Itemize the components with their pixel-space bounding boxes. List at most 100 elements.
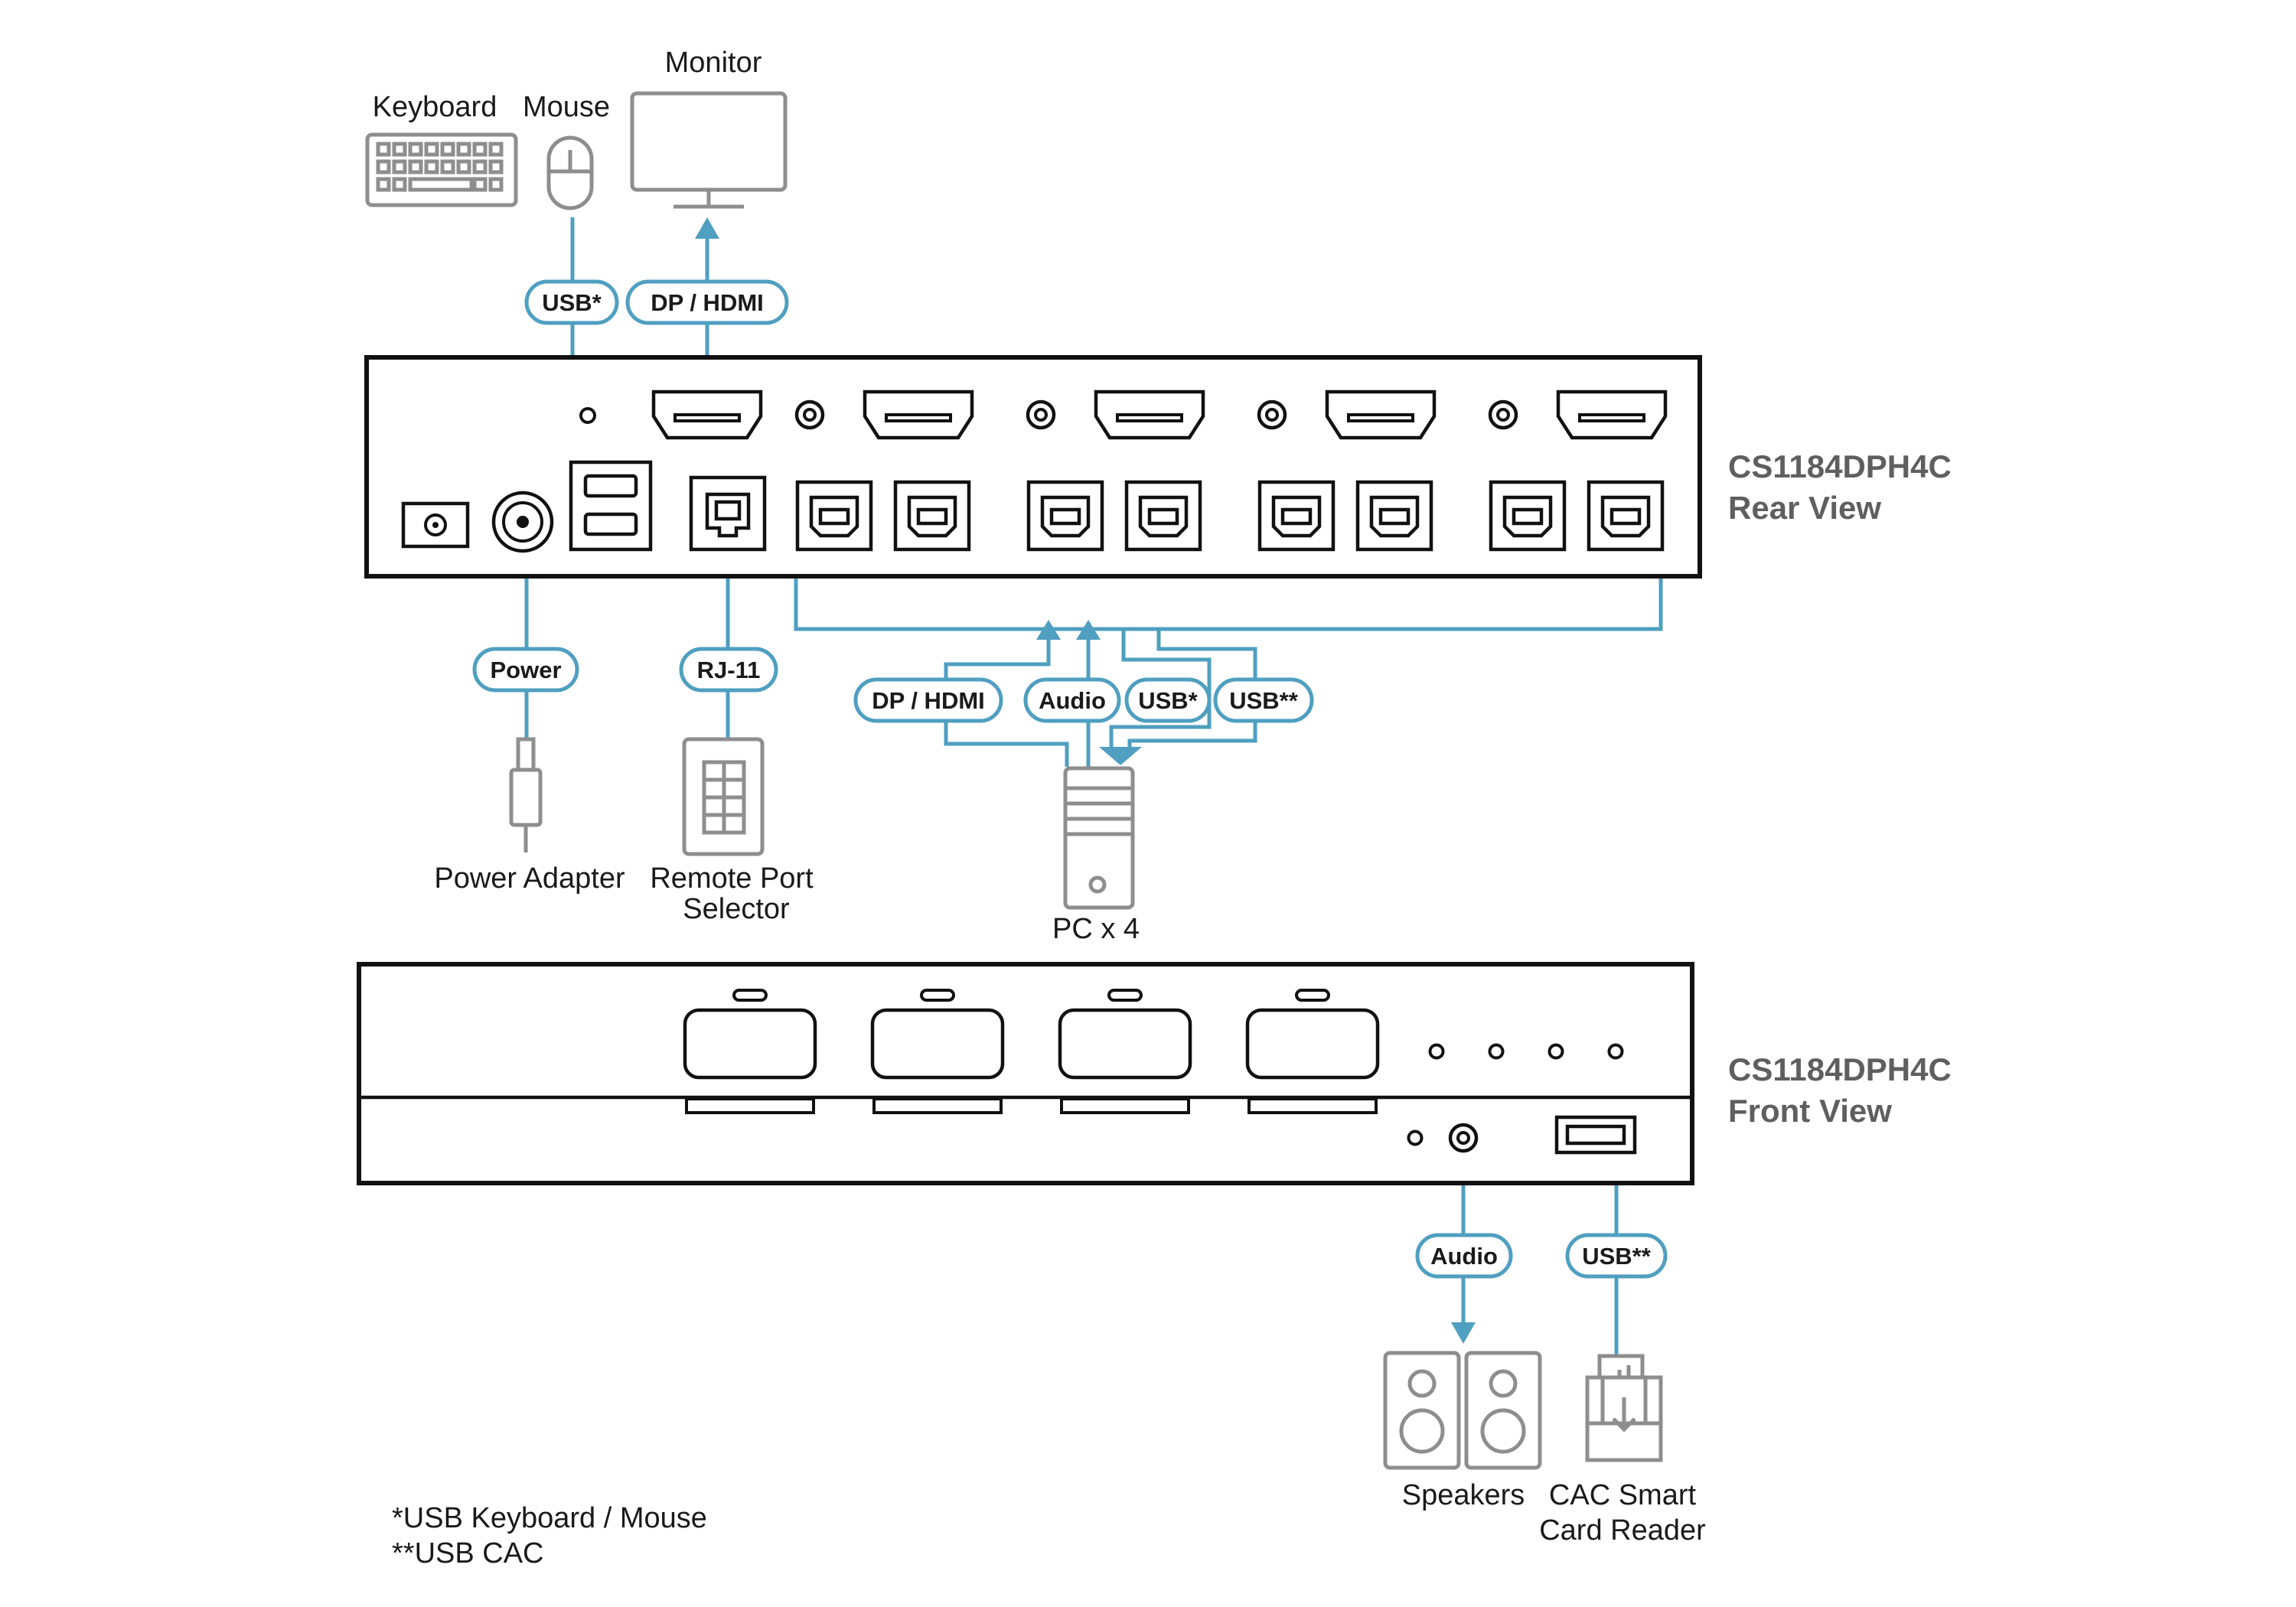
footnote-usb-kbm: *USB Keyboard / Mouse [392,1502,707,1534]
front-port-buttons [683,989,1380,1114]
rear-indicator [579,407,596,424]
front-port-label-slot-4 [1247,1097,1378,1114]
front-port-label-slot-1 [685,1097,815,1114]
front-title-model: CS1184DPH4C [1728,1051,1952,1087]
front-audio-pill [1415,1233,1513,1279]
connector-labels: USB* DP / HDMI Power RJ-11 DP / HDMI Aud… [472,279,1668,1279]
keyboard-spacebar [408,177,474,192]
cac-reader-label-1: CAC Smart [1549,1479,1697,1511]
pc-bus-wire [794,549,1663,631]
console-video-arrow [695,217,719,239]
monitor-icon [630,91,788,192]
keyboard-key [456,159,471,174]
console-video-pill [625,279,789,325]
keyboard-key [408,159,423,174]
keyboard-key [376,142,391,157]
power-adapter-plug-tip [516,737,536,774]
pc-usb-cac-b-port-3 [1358,482,1431,549]
front-port-led-2 [920,989,955,1002]
dc-power-jack [401,501,470,549]
front-unit [357,962,1694,1185]
rear-title-model: CS1184DPH4C [1728,448,1952,484]
power-adapter-device: Power Adapter [434,737,625,895]
front-port-label-slot-2 [872,1097,1003,1114]
front-port-button-3[interactable] [1058,989,1192,1114]
front-port-button-face-1[interactable] [683,1008,817,1080]
rj11-label: RJ-11 [697,657,761,683]
rj11-port [689,475,767,552]
front-port-button-face-4[interactable] [1245,1008,1380,1080]
power-adapter-icon [509,768,543,827]
keyboard-key [424,159,439,174]
front-led-3 [1548,1043,1564,1060]
console-video-label: DP / HDMI [651,289,764,316]
front-port-label-slot-3 [1060,1097,1190,1114]
pc-usb-cac-label: USB** [1229,687,1299,714]
remote-port-selector-label-1: Remote Port [650,862,814,895]
pc-usb-b-port-3 [1260,482,1333,549]
remote-port-selector-device: Remote Port Selector [650,737,814,925]
power-connector-label: Power [490,657,561,683]
front-audio-jack [1450,1125,1476,1151]
monitor-label: Monitor [665,47,762,79]
pc-video-label: DP / HDMI [872,687,985,714]
keyboard-key [488,177,504,192]
power-pill [472,647,579,693]
front-port-led-4 [1295,989,1330,1002]
front-port-led-3 [1107,989,1143,1002]
keyboard-key [440,142,455,157]
pc-label: PC x 4 [1052,913,1140,945]
pc-usb-cac-b-port-4 [1589,482,1662,549]
rj11-pill [679,647,778,693]
keyboard-keys [376,142,504,192]
usb-kbm-pill [524,279,619,325]
pc-video-port-4 [1558,392,1665,438]
front-audio-label: Audio [1430,1243,1498,1270]
front-port-button-2[interactable] [870,989,1005,1114]
keyboard-key [408,142,423,157]
rear-unit [364,355,1702,579]
pc-video-pill [853,677,1003,723]
front-port-button-1[interactable] [683,989,817,1114]
keyboard-label: Keyboard [373,91,497,123]
pc-video-port-3 [1327,392,1434,438]
pc-video-port-1 [865,392,972,438]
front-port-led-1 [732,989,768,1002]
front-small-indicator [1407,1129,1424,1146]
front-port-button-face-3[interactable] [1058,1008,1192,1080]
cac-reader-device: CAC Smart Card Reader [1539,1354,1706,1547]
pc-usb-cac-pill [1213,677,1314,723]
rear-title-view: Rear View [1728,490,1881,526]
pc-audio-arrow [1076,620,1101,640]
remote-port-selector-label-2: Selector [683,893,790,925]
pc-audio-jack-3 [1259,402,1285,428]
keyboard-key [392,177,407,192]
keyboard-key [376,159,391,174]
speakers-label: Speakers [1402,1479,1525,1511]
front-led-1 [1428,1043,1445,1060]
pc-video-port-2 [1096,392,1203,438]
front-usb-cac-pill [1565,1233,1668,1279]
front-audio-arrow [1451,1322,1476,1344]
monitor-device: Monitor [630,47,788,209]
front-port-button-face-2[interactable] [870,1008,1005,1080]
console-usb-a-ports [569,460,653,552]
front-port-button-4[interactable] [1245,989,1380,1114]
front-title-view: Front View [1728,1093,1892,1129]
keyboard-key [440,159,455,174]
pc-usb-b-port-4 [1491,482,1564,549]
front-led-2 [1488,1043,1505,1060]
pc-audio-pill [1023,677,1121,723]
pc-usb-cac-b-port-1 [895,482,969,549]
mouse-label: Mouse [523,91,610,123]
keyboard-key [488,142,504,157]
pc-usb-label: USB* [1138,687,1198,714]
front-leds [1428,1043,1624,1060]
keyboard-key [488,159,504,174]
keyboard-key [456,142,471,157]
keyboard-key [472,142,488,157]
keyboard-key [376,177,391,192]
pc-dp-hdmi-arrow [1036,620,1061,640]
keyboard-key [424,142,439,157]
pc-usb-b-port-2 [1029,482,1102,549]
